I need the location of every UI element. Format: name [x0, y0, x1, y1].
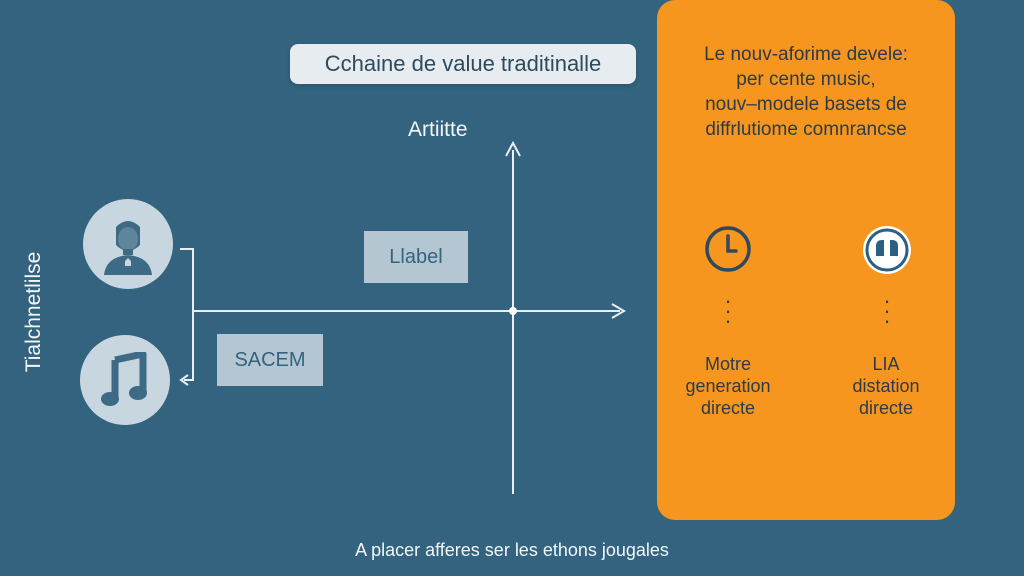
panel-title: Le nouv-aforime devele: per cente music,…	[672, 42, 940, 142]
vertical-axis-arrow	[505, 140, 521, 157]
label-box: Llabel	[364, 231, 468, 283]
bracket-arrow	[179, 374, 189, 386]
side-vertical-label: Tialchnetlilse	[22, 251, 45, 373]
right-column-line: directe	[858, 398, 914, 418]
axis-intersection-dot	[509, 307, 517, 315]
panel-title-line: Le nouv-aforime devele:	[704, 44, 908, 65]
person-icon	[104, 221, 152, 275]
quote-icon	[861, 224, 913, 281]
dots-connector-left: ···	[724, 288, 732, 333]
right-column-line: LIA	[872, 354, 900, 374]
left-column-line: Motre	[704, 354, 751, 374]
clock-icon	[703, 224, 753, 279]
bracket-connector	[180, 248, 194, 381]
music-note-icon	[101, 352, 147, 406]
artist-label: Artiitte	[408, 118, 468, 141]
dots-connector-right: ···	[883, 288, 891, 333]
right-column-text: LIA distation directe	[820, 353, 952, 419]
left-column-line: directe	[700, 398, 756, 418]
panel-title-line: diffrlutiome comnrancse	[705, 119, 907, 140]
horizontal-axis-arrow	[611, 303, 626, 319]
panel-title-line: per cente music,	[736, 69, 876, 90]
sacem-box: SACEM	[217, 334, 323, 386]
left-column-line: generation	[685, 376, 771, 396]
footer-caption: A placer afferes ser les ethons jougales	[355, 540, 669, 560]
right-column-line: distation	[852, 376, 920, 396]
artist-avatar-circle	[83, 199, 173, 289]
left-column-text: Motre generation directe	[662, 353, 794, 419]
panel-title-line: nouv–modele basets de	[705, 94, 907, 115]
music-circle	[80, 335, 170, 425]
traditional-chain-pill: Cchaine de value traditinalle	[290, 44, 636, 84]
